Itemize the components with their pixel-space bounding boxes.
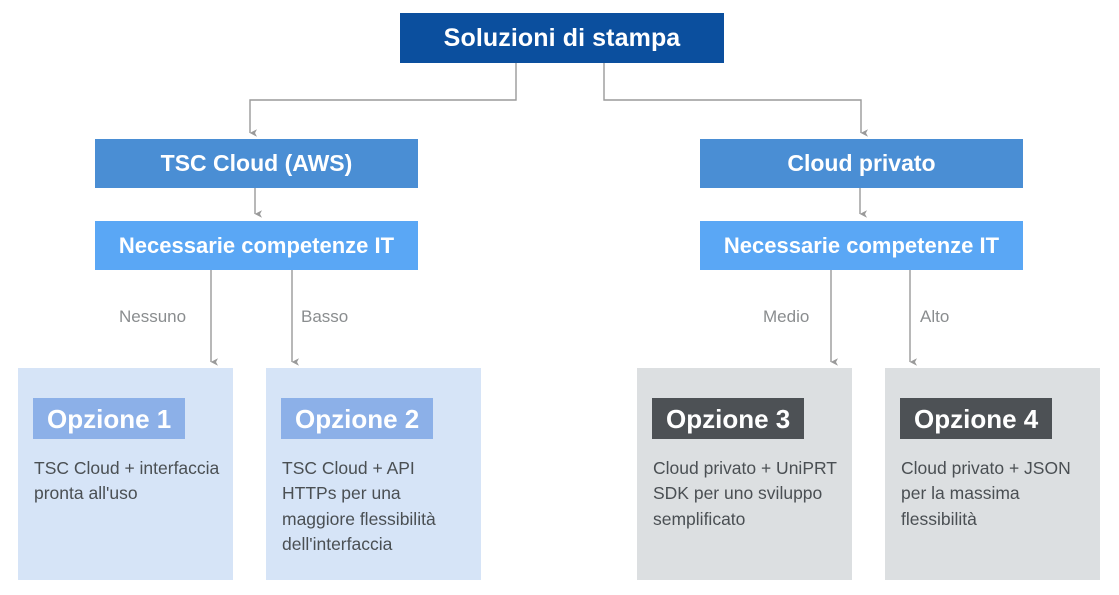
card-opzione-1-title: Opzione 1 [47,403,172,434]
connector-root-to-tsc-cloud [249,63,517,137]
card-opzione-4-badge: Opzione 4 [900,398,1053,439]
card-opzione-4-title: Opzione 4 [914,403,1039,434]
card-opzione-4[interactable]: Opzione 4 Cloud privato + JSON per la ma… [885,368,1100,580]
node-tsc-cloud-aws-label: TSC Cloud (AWS) [160,150,353,176]
card-opzione-3-title: Opzione 3 [666,403,791,434]
node-cloud-privato-label: Cloud privato [787,150,936,176]
node-cloud-privato[interactable]: Cloud privato [700,139,1023,188]
node-tsc-cloud-aws[interactable]: TSC Cloud (AWS) [95,139,418,188]
edge-label-medio: Medio [763,307,810,326]
edge-label-alto: Alto [920,307,950,326]
node-skills-right-label: Necessarie competenze IT [723,232,1000,258]
card-opzione-1-badge: Opzione 1 [33,398,186,439]
connector-root-to-cloud-privato [603,63,868,137]
node-root[interactable]: Soluzioni di stampa [400,13,724,63]
card-opzione-4-description: Cloud privato + JSON per la massima fles… [901,458,1071,529]
node-skills-left-label: Necessarie competenze IT [118,232,395,258]
card-opzione-3-badge: Opzione 3 [652,398,805,439]
edge-label-nessuno: Nessuno [119,307,187,326]
node-skills-right[interactable]: Necessarie competenze IT [700,221,1023,270]
card-opzione-3[interactable]: Opzione 3 Cloud privato + UniPRT SDK per… [637,368,852,580]
card-opzione-2-badge: Opzione 2 [281,398,434,439]
node-skills-left[interactable]: Necessarie competenze IT [95,221,418,270]
node-root-label: Soluzioni di stampa [443,23,681,52]
card-opzione-2[interactable]: Opzione 2 TSC Cloud + API HTTPs per una … [266,368,481,580]
card-opzione-1-description: TSC Cloud + interfaccia pronta all'uso [34,458,220,504]
card-opzione-3-description: Cloud privato + UniPRT SDK per uno svilu… [653,458,837,529]
card-opzione-1[interactable]: Opzione 1 TSC Cloud + interfaccia pronta… [18,368,233,580]
card-opzione-2-description: TSC Cloud + API HTTPs per una maggiore f… [282,458,436,555]
card-opzione-2-title: Opzione 2 [295,403,420,434]
edge-label-basso: Basso [301,307,349,326]
